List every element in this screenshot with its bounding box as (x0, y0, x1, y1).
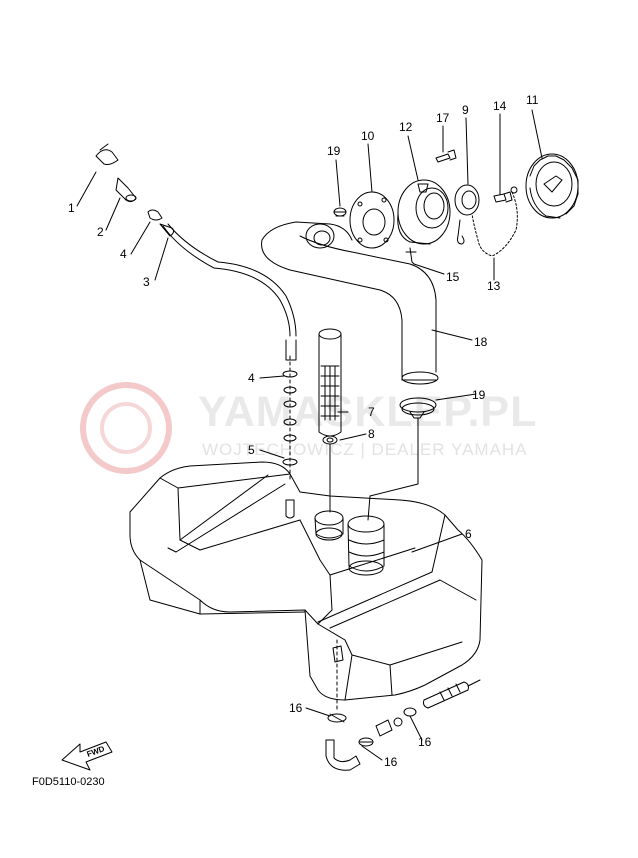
tank-fittings (314, 510, 385, 576)
callout-8: 8 (368, 427, 375, 441)
callout-2: 2 (97, 225, 104, 239)
callout-4-lower: 4 (248, 371, 255, 385)
watermark-subtitle: WOJTECHOWICZ | DEALER YAMAHA (202, 440, 528, 459)
callout-5: 5 (248, 443, 255, 457)
watermark-logo-icon (80, 382, 172, 474)
callout-16-right: 16 (418, 735, 432, 749)
callout-16-bottom: 16 (384, 755, 398, 769)
callout-6: 6 (465, 527, 472, 541)
check-valve (95, 143, 175, 237)
filler-hose (261, 221, 439, 385)
leader-line (367, 417, 419, 521)
callout-7: 7 (368, 405, 375, 419)
callout-16-left: 16 (289, 701, 303, 715)
breather-hose (162, 223, 298, 519)
callout-11: 11 (526, 93, 539, 107)
callout-1: 1 (68, 201, 75, 215)
hose-clamp (399, 397, 437, 419)
fuel-tank (129, 461, 483, 713)
drawing-code: F0D5110-0230 (32, 776, 105, 788)
filler-neck-assembly (333, 149, 579, 265)
callout-labels: 1 2 4 3 4 5 7 8 6 18 19 19 10 12 17 9 14… (68, 93, 539, 769)
callout-14: 14 (493, 99, 507, 113)
callout-10: 10 (361, 129, 375, 143)
callout-19-upper: 19 (327, 144, 341, 158)
callout-3: 3 (143, 275, 150, 289)
callout-12: 12 (399, 120, 413, 134)
callout-9: 9 (462, 103, 469, 117)
callout-18: 18 (474, 335, 488, 349)
fuel-strainer (318, 328, 342, 437)
callout-19-lower: 19 (472, 388, 486, 402)
watermark-title: YAMASKLEP.PL (198, 388, 538, 436)
callout-13: 13 (487, 279, 501, 293)
callout-15: 15 (446, 270, 460, 284)
grommet (322, 435, 338, 445)
callout-17: 17 (436, 111, 450, 125)
callout-4: 4 (120, 247, 127, 261)
outlet-fittings (325, 679, 481, 771)
forward-arrow-icon: FWD (61, 741, 113, 771)
leader-lines (76, 109, 543, 761)
